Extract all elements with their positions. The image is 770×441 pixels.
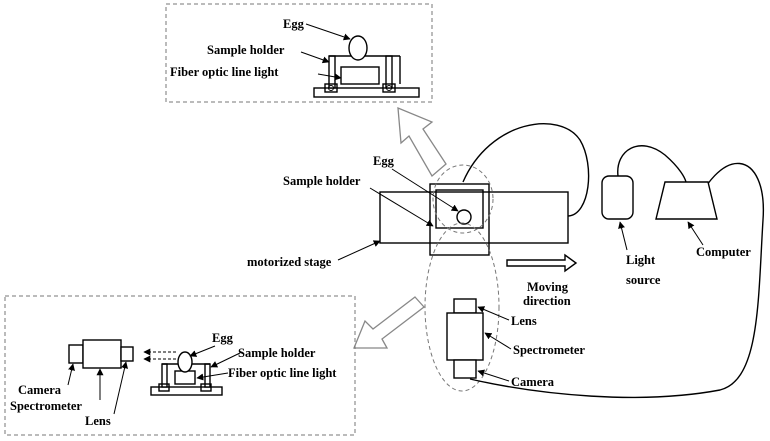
lens-label: Lens [511, 314, 537, 328]
inset-egg-label: Egg [212, 331, 234, 345]
bottom-inset-frame [4, 295, 356, 436]
top-left-foot [324, 83, 338, 93]
moving-direction-arrow [506, 253, 578, 273]
hollow-arrow-to-top-inset [397, 106, 447, 178]
moving-direction-label-2: direction [523, 294, 571, 308]
motorized-stage-label: motorized stage [247, 255, 332, 269]
spectrometer-shape [446, 312, 484, 361]
inset-base-plate [150, 386, 223, 396]
light-source-label-1: Light [626, 253, 656, 267]
top-right-foot-bolt [386, 85, 392, 91]
top-right-post [385, 55, 393, 89]
top-egg-shape [348, 35, 368, 61]
center-egg-arrow [391, 168, 459, 212]
inset-sample-holder-label: Sample holder [238, 346, 316, 360]
top-fiber-light-arrow [317, 73, 342, 81]
light-source-box [601, 175, 634, 220]
lens-shape [453, 298, 477, 314]
hollow-arrow-to-bottom-inset [353, 296, 425, 349]
center-egg-label: Egg [373, 154, 395, 168]
center-egg-shape [456, 209, 472, 225]
top-inset-frame [165, 3, 433, 103]
computer-shape [655, 181, 718, 220]
top-sample-holder-arrow [300, 51, 330, 64]
light-to-computer-cable [617, 145, 687, 183]
top-egg-label: Egg [283, 17, 305, 31]
motorized-stage-rail [379, 191, 569, 244]
spectrometer-label: Spectrometer [513, 343, 585, 357]
camera-arrow [477, 369, 510, 382]
inset-fiber-light-label: Fiber optic line light [228, 366, 337, 380]
computer-arrow [687, 221, 704, 246]
inset-fiber-light-arrow [196, 372, 229, 381]
inset-fiber-light-box [174, 370, 196, 385]
camera-shape [453, 359, 477, 379]
sample-holder-inner [435, 189, 484, 229]
inset-right-foot [200, 383, 212, 392]
fiber-cable [462, 123, 590, 217]
spectrometer-arrow [484, 332, 512, 350]
inset-egg-shape [177, 351, 193, 373]
center-sample-holder-label: Sample holder [283, 174, 361, 188]
light-source-arrow [618, 221, 628, 251]
inset-sample-holder-arrow [210, 352, 241, 368]
top-sample-holder-label: Sample holder [207, 43, 285, 57]
inset-camera-shape [68, 344, 84, 364]
light-source-label-2: source [626, 273, 661, 287]
motorized-stage-arrow [337, 240, 381, 261]
top-inset: Egg Sample holder Fiber optic line light [165, 3, 433, 103]
bottom-inset: Egg Sample holder Fiber optic line light… [4, 295, 356, 436]
lens-arrow [477, 306, 510, 321]
top-egg-arrow [305, 23, 351, 41]
top-view-dashed-ellipse [432, 164, 494, 234]
inset-egg-arrow [189, 345, 216, 357]
center-sample-holder-arrow [369, 187, 434, 227]
computer-label: Computer [696, 245, 751, 259]
top-fiber-light-label: Fiber optic line light [170, 65, 279, 79]
inset-lens-shape [120, 346, 134, 362]
top-right-foot [382, 83, 396, 93]
inset-camera-label: Camera [18, 383, 62, 397]
inset-spectrometer-shape [82, 339, 122, 369]
inset-lens-arrow [113, 361, 128, 415]
sample-holder-frame [429, 183, 490, 256]
inset-lens-label: Lens [85, 414, 111, 428]
bottom-view-dashed-ellipse [424, 222, 500, 392]
inset-left-foot [158, 383, 170, 392]
top-left-foot-bolt [328, 85, 334, 91]
top-fiber-light-box [340, 66, 380, 85]
inset-camera-arrow [67, 363, 75, 386]
top-left-post [328, 55, 336, 89]
camera-label: Camera [511, 375, 555, 389]
center-stage: Egg Sample holder motorized stage [247, 154, 569, 392]
computer-to-camera-cable [469, 162, 765, 399]
top-base-plate [313, 87, 420, 98]
moving-direction-label-1: Moving [527, 280, 569, 294]
inset-spectrometer-label: Spectrometer [10, 399, 82, 413]
